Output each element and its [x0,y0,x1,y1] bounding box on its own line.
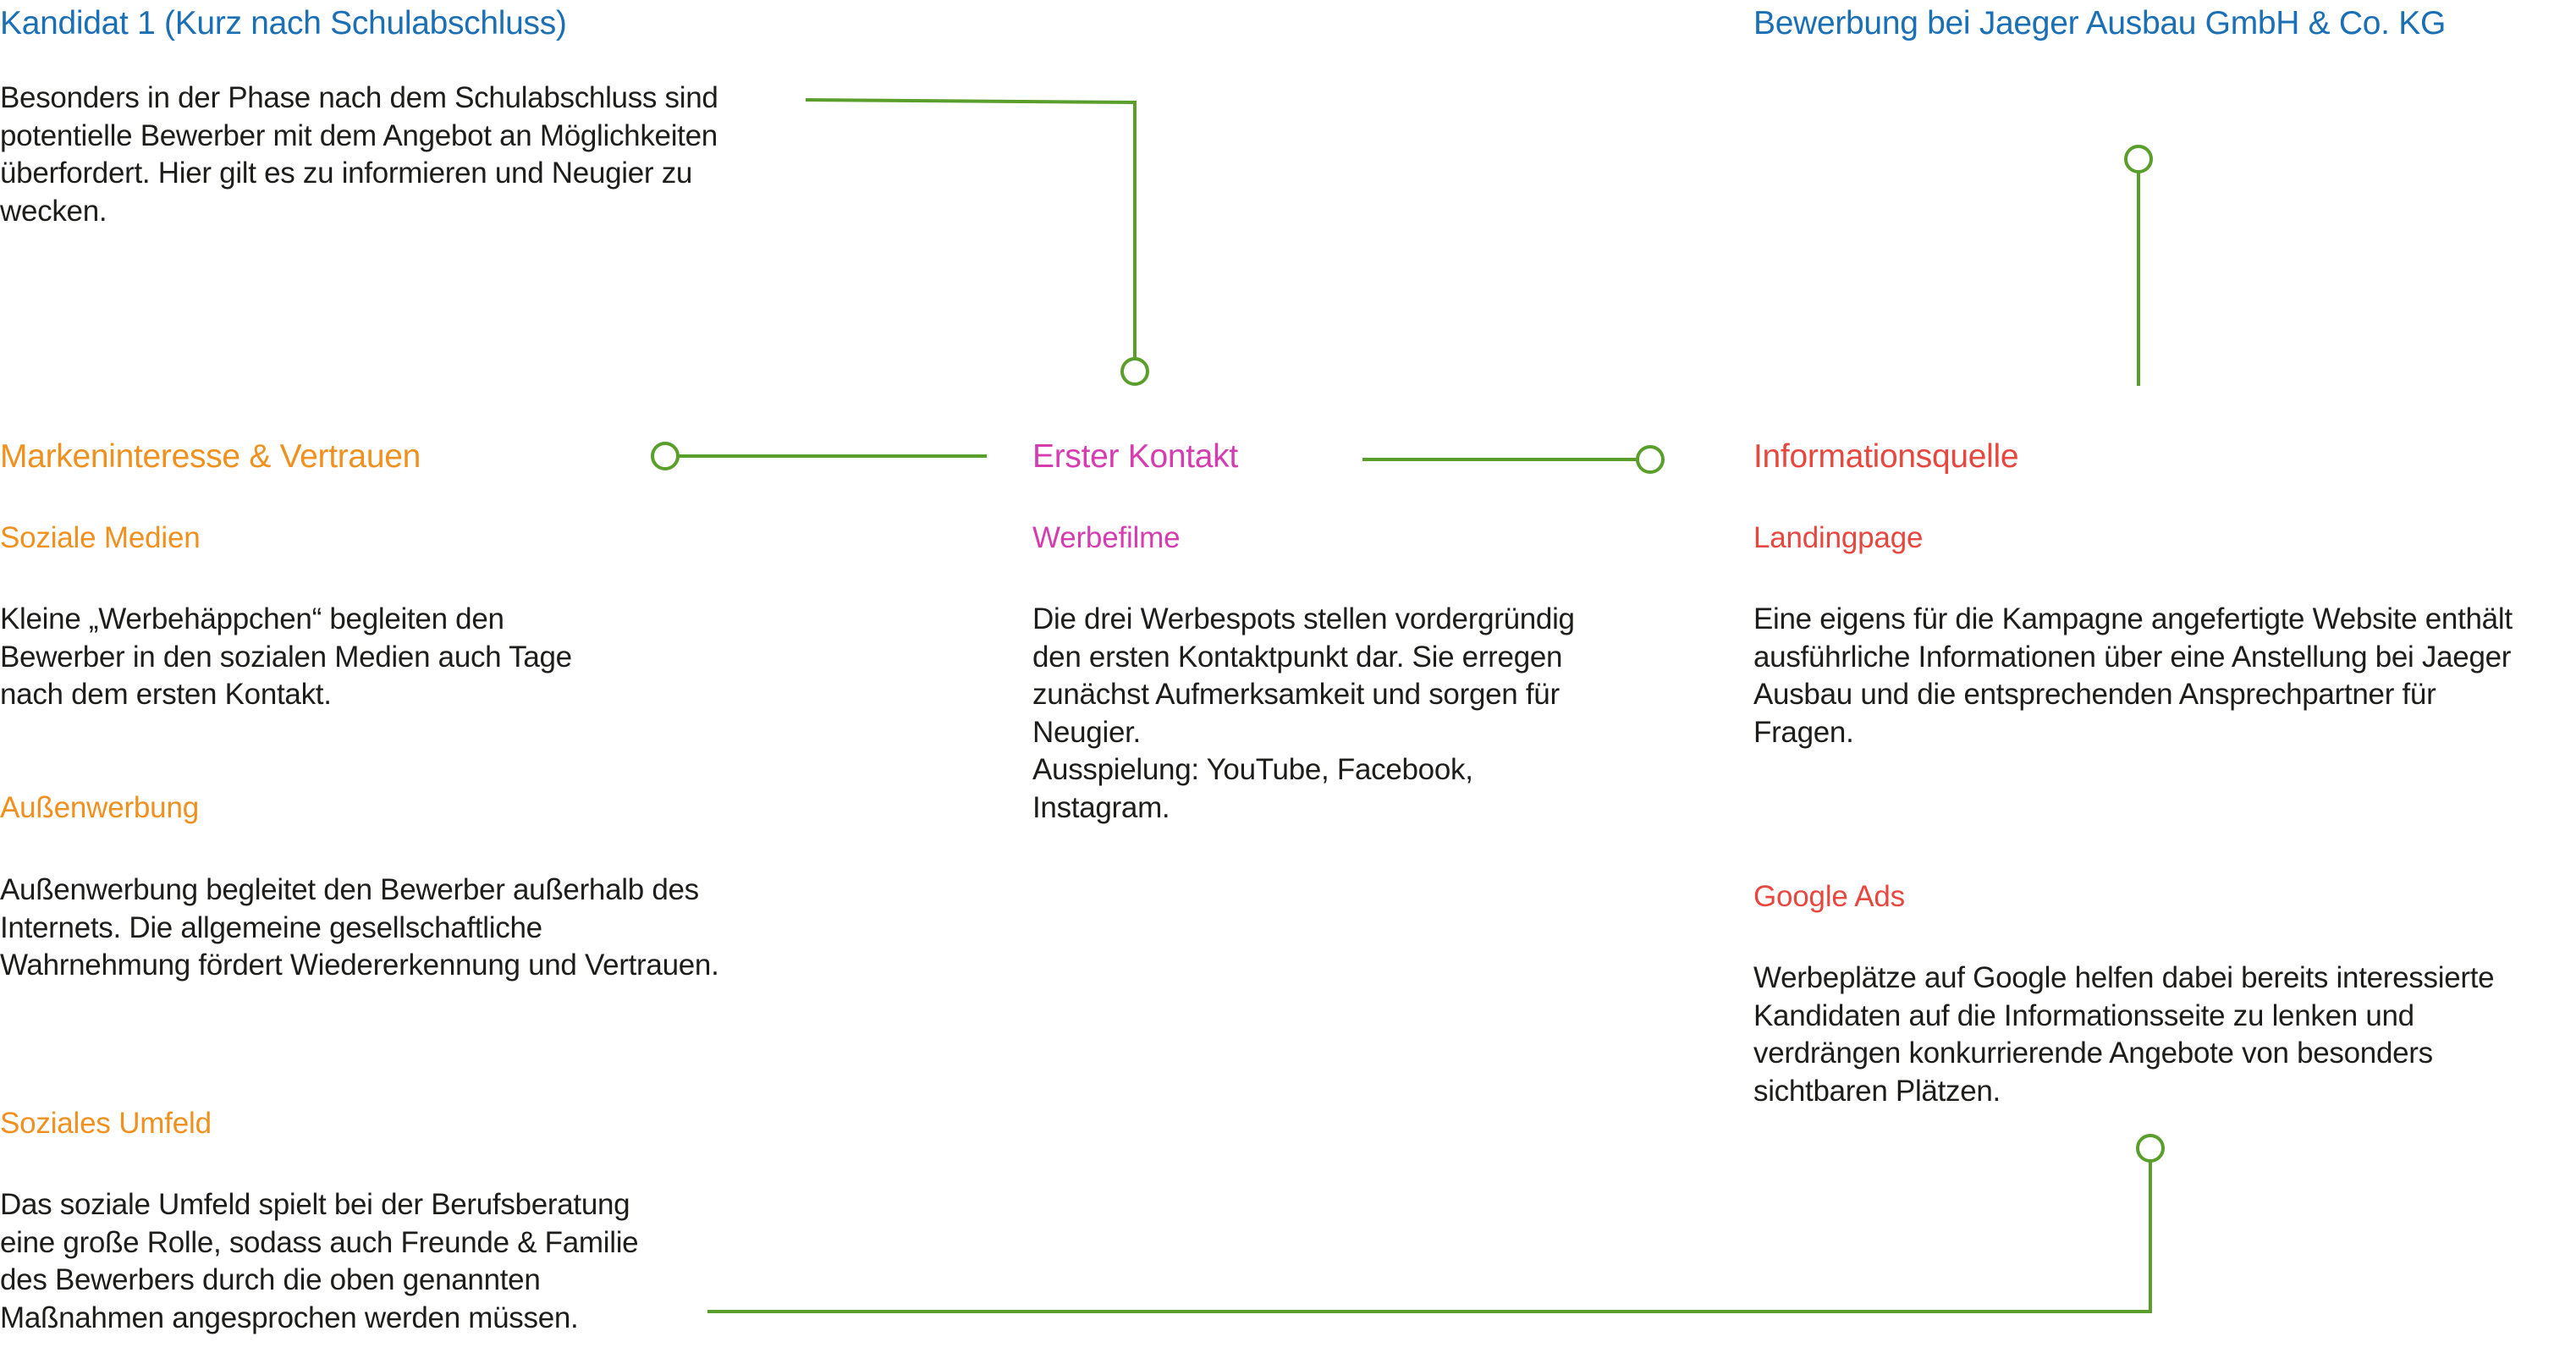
first-contact-title: Erster Kontakt [1032,438,1238,475]
outdoor-advertising-heading: Außenwerbung [0,791,199,824]
candidate-title: Kandidat 1 (Kurz nach Schulabschluss) [0,5,567,41]
connector-candidate-to-first-contact [805,98,1137,358]
info-source-title: Informationsquelle [1753,438,2019,475]
ad-films-heading: Werbefilme [1032,521,1181,554]
connector-social-environment-to-google-ads [707,1162,2152,1313]
social-media-heading: Soziale Medien [0,521,201,554]
landingpage-text: Eine eigens für die Kampagne angefertigt… [1753,602,2513,749]
candidate-description: Besonders in der Phase nach dem Schulabs… [0,81,718,228]
connector-node-first-contact [1120,357,1149,386]
google-ads-heading: Google Ads [1753,880,1905,913]
landingpage-heading: Landingpage [1753,521,1924,554]
application-title: Bewerbung bei Jaeger Ausbau GmbH & Co. K… [1753,5,2446,41]
connector-node-brand-trust [651,442,680,470]
connector-node-application [2124,145,2153,173]
ad-films-text: Die drei Werbespots stellen vordergründi… [1032,601,1591,827]
social-environment-heading: Soziales Umfeld [0,1107,212,1140]
connector-node-info-source [1636,445,1665,474]
brand-trust-title: Markeninteresse & Vertrauen [0,438,421,475]
google-ads-text: Werbeplätze auf Google helfen dabei bere… [1753,961,2495,1108]
ad-films-description: Die drei Werbespots stellen vordergründi… [1032,602,1575,749]
social-media-text: Kleine „Werbehäppchen“ begleiten den Bew… [0,602,572,711]
ad-films-distribution: Ausspielung: YouTube, Facebook, Instagra… [1032,753,1473,824]
outdoor-advertising-text: Außenwerbung begleitet den Bewerber auße… [0,873,719,982]
connector-node-google-ads [2136,1134,2165,1163]
social-environment-text: Das soziale Umfeld spielt bei der Berufs… [0,1188,639,1334]
